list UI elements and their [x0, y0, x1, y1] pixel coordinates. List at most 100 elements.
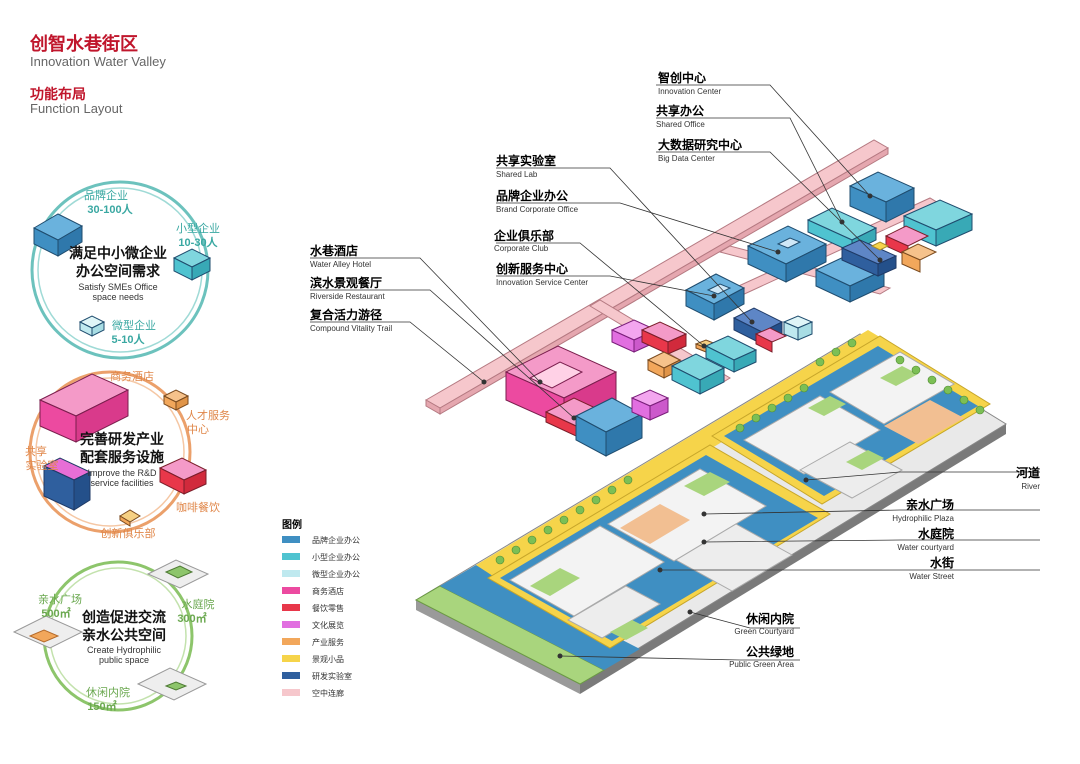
callout-subtitle: River [1021, 482, 1040, 491]
callout-subtitle: Shared Office [656, 120, 705, 129]
callout-title: 大数据研究中心 [658, 137, 742, 152]
concept-label: 微型企业 [112, 318, 156, 332]
river-strip [440, 565, 640, 670]
concept-label: 咖啡餐饮 [176, 500, 220, 514]
callout-subtitle: Water Street [909, 572, 954, 581]
legend-swatch [282, 638, 300, 645]
shared-lab-block-icon [42, 457, 92, 511]
legend-swatch [282, 621, 300, 628]
legend-swatch [282, 689, 300, 696]
concept-label: 实验室 [26, 458, 59, 472]
concept-subtitle: public space [99, 655, 149, 665]
callout-title: 智创中心 [657, 70, 706, 85]
page-title: 创智水巷街区 [30, 34, 138, 55]
concept-title: 亲水公共空间 [82, 627, 166, 644]
callout-subtitle: Shared Lab [496, 170, 538, 179]
callout-title: 休闲内院 [745, 611, 794, 626]
concept-subtitle: Create Hydrophilic [87, 645, 162, 655]
courtyard-pad [798, 441, 904, 499]
concept-title: 配套服务设施 [80, 449, 164, 466]
innovation-service-building [684, 273, 746, 321]
concept-title: 完善研发产业 [80, 431, 164, 448]
concept-label: 水庭院 [182, 597, 215, 611]
water-courtyard-pad [674, 523, 794, 592]
tree-row [495, 338, 985, 565]
concept-label: 500㎡ [41, 606, 70, 620]
green-patch [846, 450, 884, 470]
concept-rd-services: 商务酒店 人才服务 中心 共享 实验室 咖啡餐饮 创新俱乐部 完善研发产业 配套… [25, 369, 230, 540]
legend-swatch [282, 536, 300, 543]
plaza-platform-icon [12, 615, 84, 649]
small-office-block-icon [172, 248, 212, 281]
concept-label: 5-10人 [111, 332, 145, 346]
concept-label: 10-30人 [178, 235, 218, 249]
landscape-item [870, 241, 890, 251]
callout-title: 企业俱乐部 [493, 228, 554, 243]
innovation-center-building [848, 171, 916, 223]
green-patch [530, 568, 580, 596]
callout-subtitle: Brand Corporate Office [496, 205, 579, 214]
concept-label: 亲水广场 [38, 592, 82, 606]
callout-subtitle: Innovation Center [658, 87, 721, 96]
concept-ring [28, 370, 192, 534]
concept-label: 品牌企业 [84, 188, 128, 202]
restaurant-building [754, 327, 788, 353]
callout-title: 公共绿地 [746, 644, 794, 659]
concept-label: 中心 [187, 423, 209, 436]
concept-label: 共享 [25, 444, 47, 458]
courtyard-pad [742, 395, 882, 475]
legend-label: 文化展览 [312, 620, 344, 630]
callout-subtitle: Innovation Service Center [496, 278, 588, 287]
callout-subtitle: Public Green Area [729, 660, 794, 669]
callout-title: 水街 [930, 555, 954, 570]
callout-title: 共享办公 [656, 103, 704, 118]
concept-label: 150㎡ [87, 699, 116, 713]
concept-subtitle: service facilities [90, 478, 154, 488]
callout-subtitle: Corporate Club [494, 244, 549, 253]
cafe-block-icon [158, 457, 208, 495]
callout-title: 水庭院 [918, 526, 954, 541]
concept-label: 休闲内院 [86, 685, 130, 699]
hotel-building [504, 345, 618, 427]
legend-label: 品牌企业办公 [312, 535, 360, 545]
plaza-pad [884, 400, 964, 444]
callout-subtitle: Water courtyard [897, 543, 954, 552]
courtyard-pad [829, 351, 955, 425]
callout-subtitle: Big Data Center [658, 154, 715, 163]
concept-subtitle: space needs [92, 292, 144, 302]
green-patch [880, 366, 918, 386]
callout-subtitle: Hydrophilic Plaza [892, 514, 954, 523]
legend-swatch [282, 553, 300, 560]
concept-subtitle: Satisfy SMEs Office [78, 282, 157, 292]
green-patch [808, 396, 846, 416]
legend-swatch [282, 655, 300, 662]
restaurant-building [640, 321, 688, 355]
concept-label: 商务酒店 [110, 369, 154, 383]
courtyard-platform-icon [146, 559, 210, 589]
section-title-en: Function Layout [30, 101, 123, 116]
callout-subtitle: Compound Vitality Trail [310, 324, 392, 333]
legend-label: 研发实验室 [312, 671, 352, 681]
callout-subtitle: Riverside Restaurant [310, 292, 385, 301]
club-block-icon [119, 509, 141, 527]
legend-label: 景观小品 [312, 655, 344, 664]
legend-swatch [282, 587, 300, 594]
green-patch [684, 472, 730, 496]
service-building [900, 243, 938, 273]
callout-subtitle: Water Alley Hotel [310, 260, 371, 269]
legend-label: 产业服务 [312, 637, 344, 647]
concept-label: 人才服务 [186, 408, 230, 422]
small-office-building [704, 335, 758, 373]
callout-title: 复合活力游径 [309, 307, 382, 322]
plaza-pad [620, 504, 690, 544]
hotel-block-icon [38, 373, 130, 443]
callouts-left: 水巷酒店 Water Alley Hotel 滨水景观餐厅 Riverside … [309, 243, 392, 333]
site-base [414, 330, 1007, 694]
concept-label: 创新俱乐部 [101, 526, 156, 540]
legend-title: 图例 [282, 518, 302, 531]
legend-label: 微型企业办公 [312, 569, 360, 579]
talent-center-block-icon [162, 389, 190, 411]
small-office-building [670, 353, 726, 395]
concept-subtitle: Improve the R&D [87, 468, 157, 478]
